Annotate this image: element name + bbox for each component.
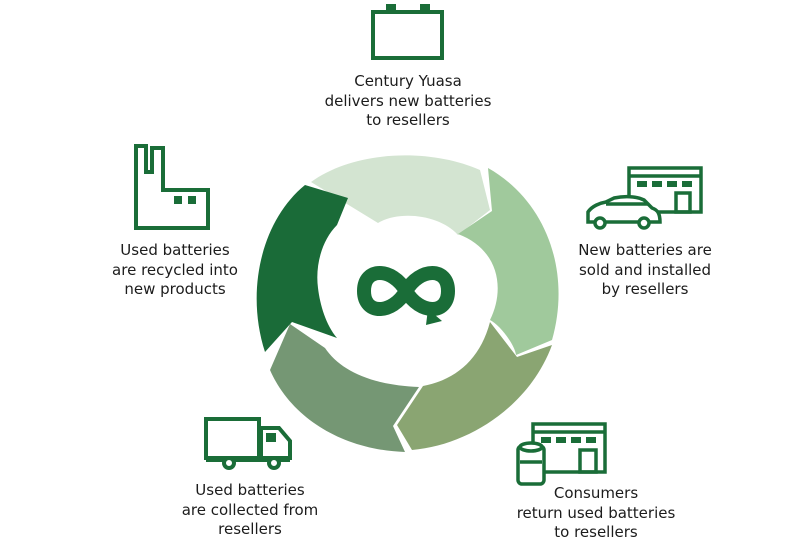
step-label-return: Consumers return used batteries to resel…: [498, 484, 694, 543]
car-at-store-icon: [586, 166, 703, 230]
car-battery-icon: [371, 4, 444, 60]
step-recycle-line-1: Used batteries: [120, 241, 230, 259]
step-recycle-line-2: are recycled into: [112, 260, 238, 279]
battery-at-store-icon: [516, 422, 607, 486]
step-sold-line-3: by resellers: [601, 280, 689, 298]
step-label-collect: Used batteries are collected from resell…: [160, 481, 340, 540]
step-collect-line-1: Used batteries: [195, 481, 305, 499]
delivery-truck-icon: [204, 417, 292, 470]
step-recycle-line-3: new products: [124, 280, 226, 298]
step-collect-line-3: resellers: [218, 520, 282, 538]
step-return-line-3: to resellers: [554, 523, 638, 541]
step-label-sold: New batteries are sold and installed by …: [560, 241, 730, 300]
segment-recycle: [256, 185, 348, 352]
step-collect-line-2: are collected from: [181, 500, 319, 519]
segment-deliver: [311, 155, 490, 235]
step-sold-line-1: New batteries are: [578, 241, 712, 259]
recycle-loop-icon: [357, 266, 455, 325]
step-label-deliver: Century Yuasa delivers new batteries to …: [308, 72, 508, 131]
step-sold-line-2: sold and installed: [578, 260, 712, 279]
segment-collect: [270, 324, 419, 452]
step-return-line-2: return used batteries: [516, 503, 676, 522]
segment-return: [397, 322, 552, 450]
cycle-ring: [256, 155, 559, 452]
step-deliver-line-3: to resellers: [366, 111, 450, 129]
factory-icon: [134, 144, 210, 230]
segment-sold: [458, 168, 559, 355]
step-deliver-line-2: delivers new batteries: [324, 91, 492, 110]
step-label-recycle: Used batteries are recycled into new pro…: [90, 241, 260, 300]
step-deliver-line-1: Century Yuasa: [354, 72, 462, 90]
step-return-line-1: Consumers: [553, 484, 639, 502]
